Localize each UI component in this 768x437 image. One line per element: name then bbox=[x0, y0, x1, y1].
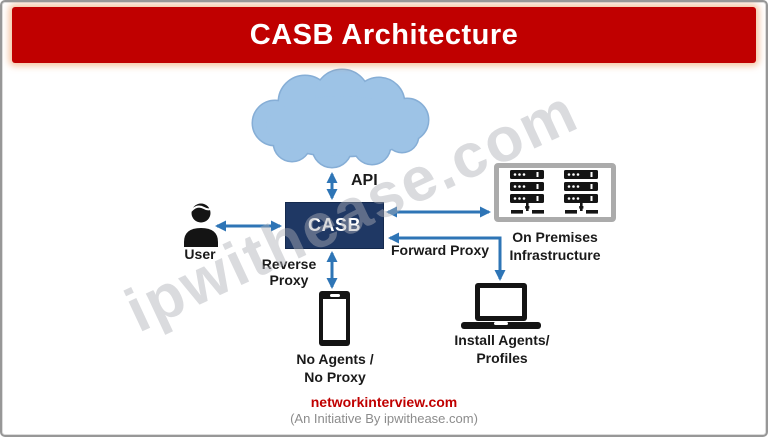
phone-label-line1: No Agents / bbox=[296, 351, 374, 367]
forward-proxy-label: Forward Proxy bbox=[391, 242, 490, 258]
server-rack-icon bbox=[564, 169, 598, 214]
laptop-label: Install Agents/ Profiles bbox=[442, 331, 562, 367]
phone-label: No Agents / No Proxy bbox=[274, 350, 396, 386]
server-rack-icon bbox=[510, 169, 544, 214]
reverse-proxy-label: Reverse Proxy bbox=[261, 256, 317, 288]
phone-label-line2: No Proxy bbox=[304, 369, 366, 385]
user-label: User bbox=[184, 246, 216, 262]
casb-box: CASB bbox=[285, 202, 384, 249]
page-title: CASB Architecture bbox=[249, 18, 519, 51]
laptop-icon bbox=[461, 283, 541, 329]
api-label: API bbox=[351, 172, 378, 189]
smartphone-speaker bbox=[329, 294, 340, 297]
casb-label: CASB bbox=[307, 215, 361, 235]
onprem-label-line2: Infrastructure bbox=[509, 247, 601, 263]
laptop-label-line2: Profiles bbox=[476, 350, 528, 366]
onprem-label: On Premises Infrastructure bbox=[490, 228, 620, 264]
onprem-box bbox=[494, 163, 616, 222]
laptop-label-line1: Install Agents/ bbox=[454, 332, 550, 348]
user-icon bbox=[184, 203, 218, 247]
smartphone-icon bbox=[319, 291, 350, 346]
forward-proxy-arrow bbox=[388, 232, 506, 281]
smartphone-screen bbox=[323, 299, 346, 340]
header-bar: CASB Architecture bbox=[12, 7, 756, 63]
footer-initiative: (An Initiative By ipwithease.com) bbox=[290, 411, 478, 426]
footer-site: networkinterview.com bbox=[310, 394, 458, 410]
onprem-label-line1: On Premises bbox=[512, 229, 598, 245]
